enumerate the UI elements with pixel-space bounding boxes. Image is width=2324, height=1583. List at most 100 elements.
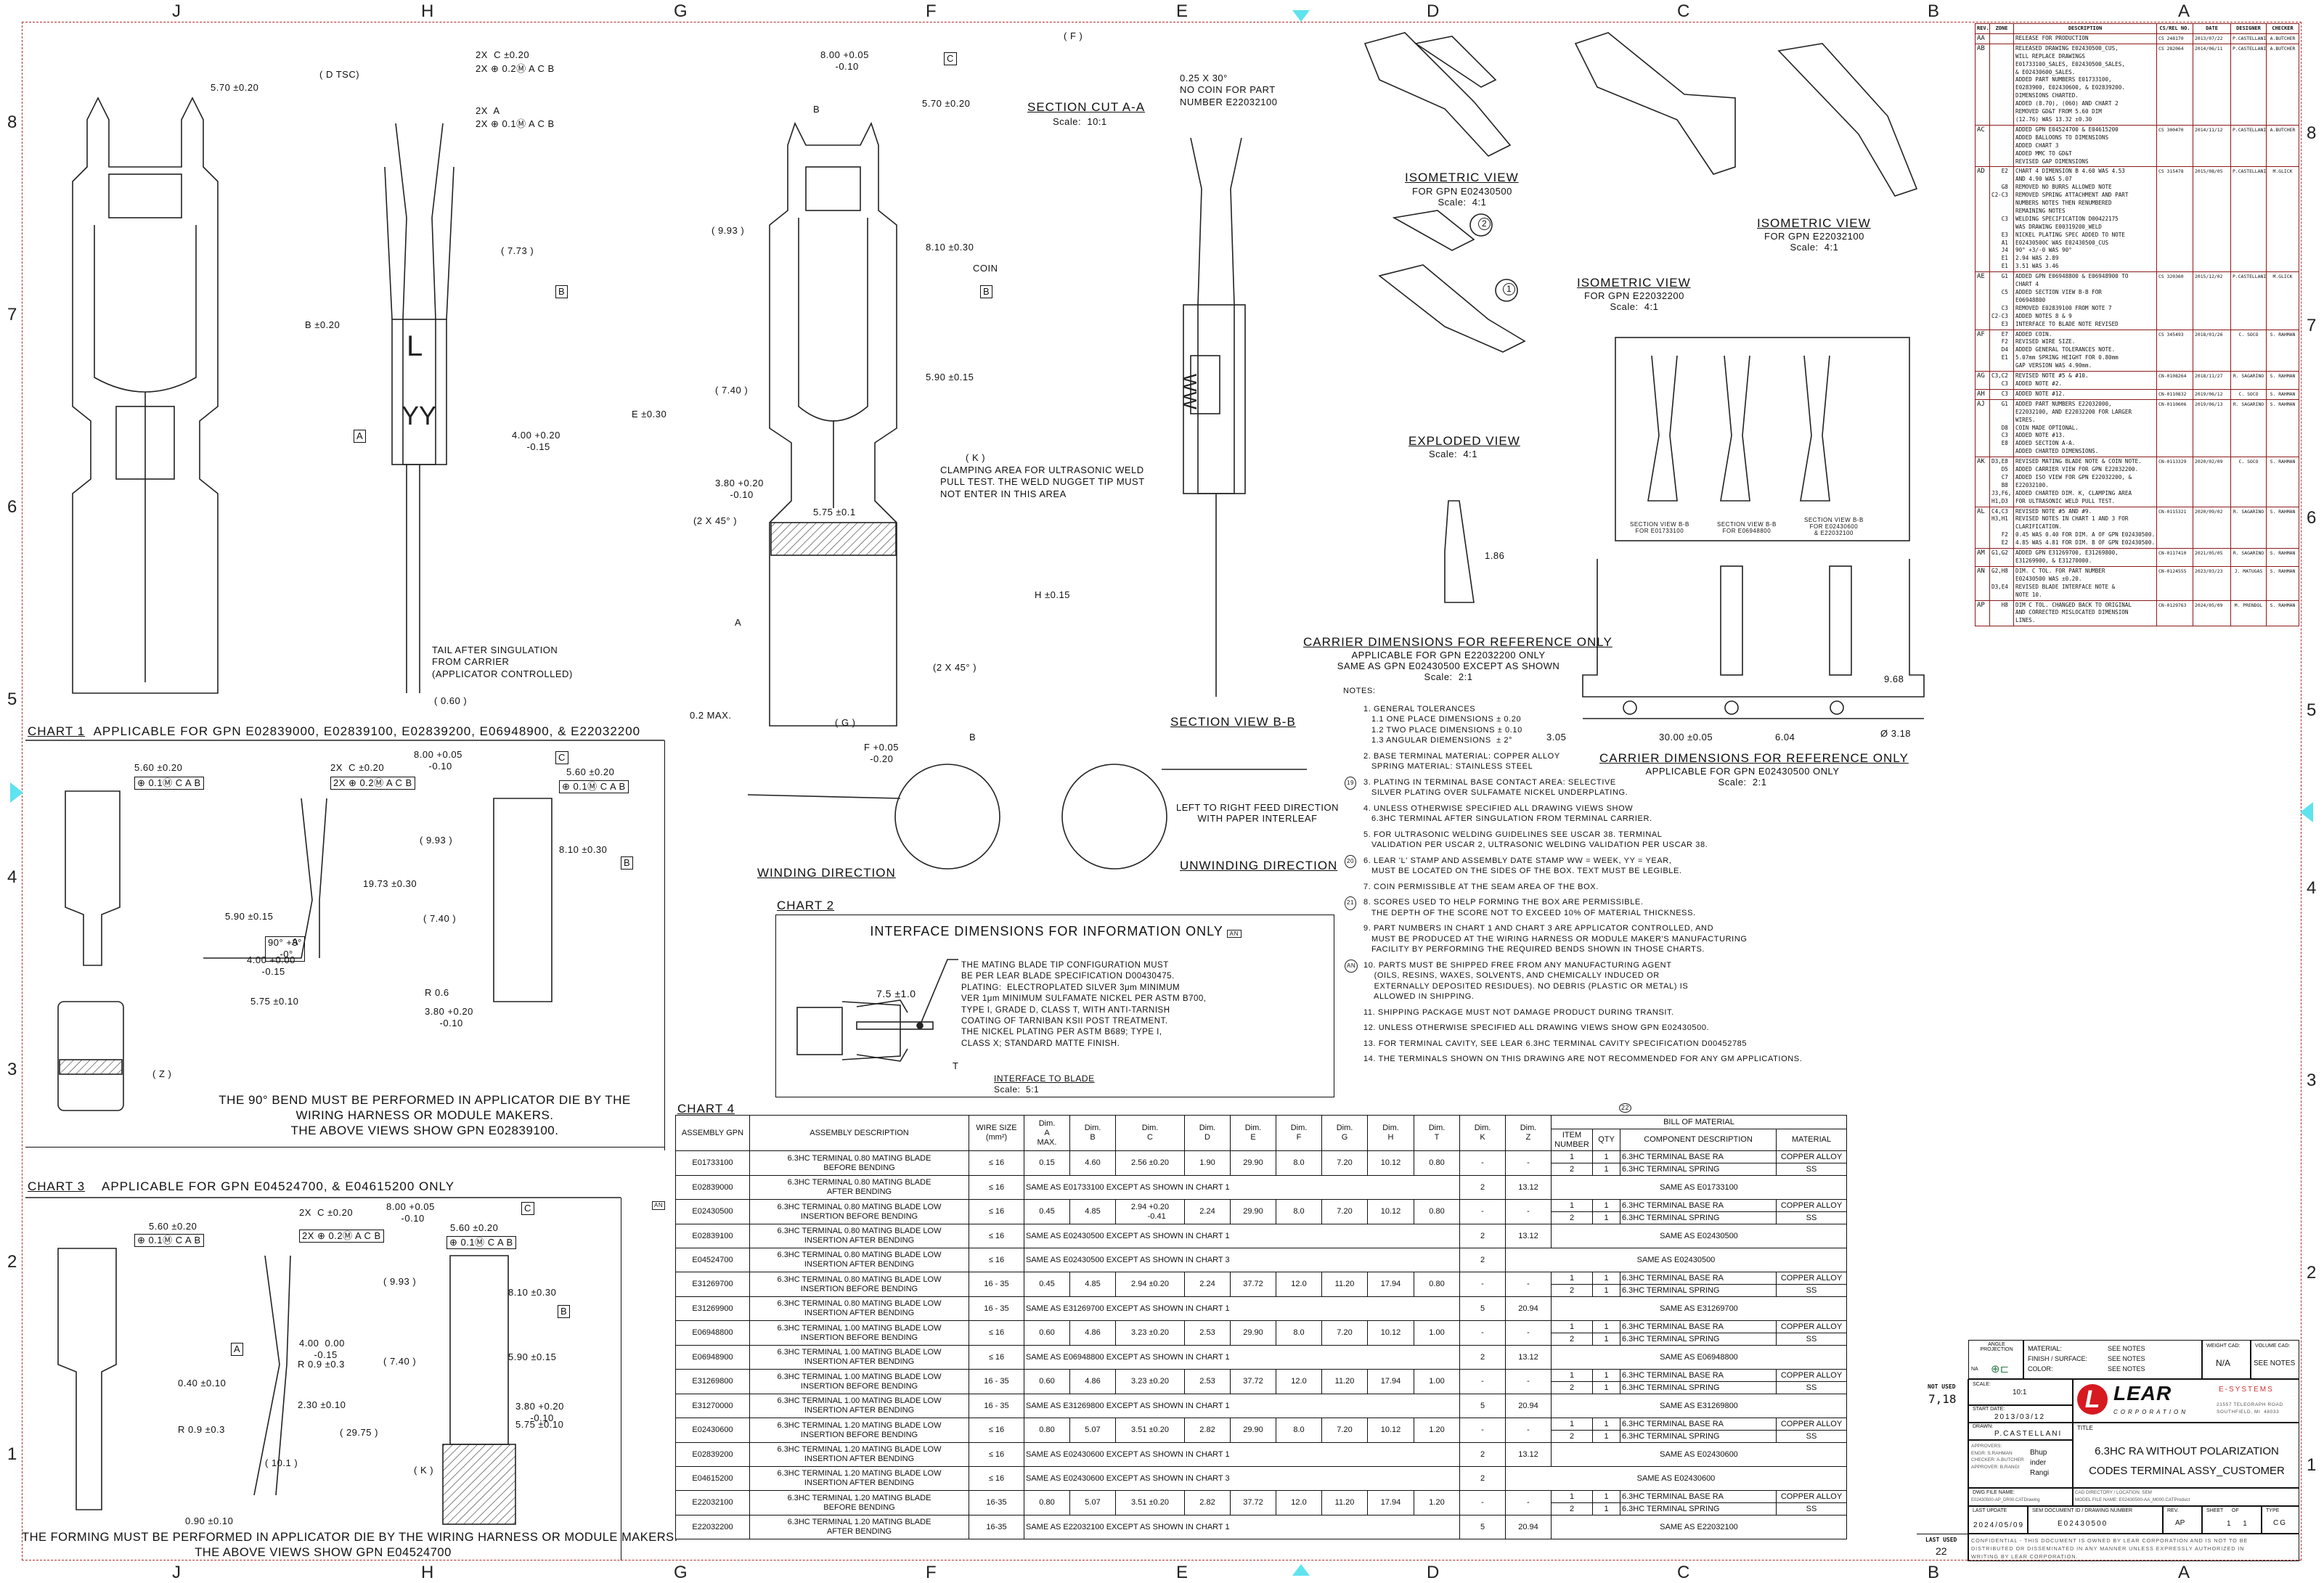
dimension-value: - <box>1459 1199 1506 1224</box>
sheet-label: SHEET OF <box>2206 1508 2239 1513</box>
dimension-value: 17.94 <box>1367 1272 1414 1297</box>
zone-marker: 7 <box>7 305 17 324</box>
note-item: 2. BASE TERMINAL MATERIAL: COPPER ALLOY … <box>1363 751 1802 772</box>
dimension-label: B <box>969 732 977 743</box>
document-number-label: SEM DOCUMENT ID / DRAWING NUMBER <box>2032 1508 2133 1513</box>
chart2-box: INTERFACE DIMENSIONS FOR INFORMATION ONL… <box>775 915 1334 1097</box>
dimension-value: 8.0 <box>1276 1199 1322 1224</box>
bom-cell: 1 <box>1592 1199 1620 1212</box>
wire-size: ≤ 16 <box>969 1199 1024 1224</box>
notes-list: 1. GENERAL TOLERANCES 1.1 ONE PLACE DIME… <box>1343 704 1802 1065</box>
weight-value: N/A <box>2216 1358 2231 1368</box>
revision-zone <box>1989 33 2014 44</box>
assembly-gpn: E31269800 <box>675 1369 750 1394</box>
dimension-value: - <box>1505 1272 1552 1297</box>
iso-view-3-title-text: ISOMETRIC VIEW <box>1577 276 1691 290</box>
angle-projection-label: ANGLE PROJECTION <box>1980 1342 2013 1352</box>
dimension-k: 5 <box>1459 1394 1506 1418</box>
revision-date: 2013/07/22 <box>2193 33 2231 44</box>
bom-cell: 6.3HC TERMINAL BASE RA <box>1620 1490 1777 1503</box>
bom-column-header: COMPONENT DESCRIPTION <box>1620 1129 1777 1151</box>
note-text: 14. THE TERMINALS SHOWN ON THIS DRAWING … <box>1363 1055 1803 1063</box>
bom-cell: 6.3HC TERMINAL BASE RA <box>1620 1272 1777 1285</box>
revision-description: RELEASED DRAWING E02430500_CUS, WILL REP… <box>2013 43 2157 126</box>
column-header: Dim. G <box>1321 1115 1368 1151</box>
column-header: Dim. Z <box>1505 1115 1552 1151</box>
bom-cell: SS <box>1776 1163 1847 1176</box>
revision-cs-number: CS 345493 <box>2156 329 2193 372</box>
section-bb-details-box <box>1615 337 1910 541</box>
bom-cell: 6.3HC TERMINAL SPRING <box>1620 1430 1777 1443</box>
dimension-value: 1.20 <box>1414 1418 1460 1443</box>
column-header: ASSEMBLY DESCRIPTION <box>749 1115 969 1151</box>
revision-column-header: REV. <box>1975 23 1990 34</box>
dimension-value: 2.94 ±0.20 <box>1115 1272 1185 1297</box>
unwinding-reel <box>1061 764 1167 870</box>
dimension-value: - <box>1459 1320 1506 1346</box>
weight-label: WEIGHT CAD: <box>2206 1343 2241 1349</box>
dimension-label: ( 0.60 ) <box>434 695 468 706</box>
bom-cell: COPPER ALLOY <box>1776 1490 1847 1503</box>
exploded-view-title-text: EXPLODED VIEW <box>1408 434 1520 448</box>
bom-cell: 1 <box>1551 1199 1593 1212</box>
material-value: SEE NOTES <box>2108 1345 2145 1352</box>
zone-marker: F <box>926 1 937 21</box>
dimension-label: A <box>292 936 299 947</box>
bom-cell: 6.3HC TERMINAL BASE RA <box>1620 1320 1777 1333</box>
zone-marker: A <box>2178 1 2190 21</box>
datum-label: 90° +3° -0° <box>265 936 305 962</box>
center-mark-icon <box>10 782 23 803</box>
dimension-z: 20.94 <box>1505 1296 1552 1321</box>
dimension-value: 4.60 <box>1069 1150 1116 1176</box>
zone-marker: 3 <box>2307 1071 2317 1090</box>
type-value: CG <box>2273 1519 2287 1527</box>
zone-marker: B <box>1928 1 1940 21</box>
note-text: 6. LEAR 'L' STAMP AND ASSEMBLY DATE STAM… <box>1363 856 1682 876</box>
dimension-label: 8.00 +0.05 -0.10 <box>414 749 462 772</box>
dimension-label: F +0.05 -0.20 <box>864 742 899 765</box>
dimension-label: ( G ) <box>835 717 856 728</box>
datum-label: A <box>231 1343 244 1357</box>
bom-cell: SS <box>1776 1284 1847 1297</box>
dimension-value: 2.82 <box>1184 1490 1231 1515</box>
bom-cell: 1 <box>1592 1418 1620 1431</box>
zone-marker: 4 <box>7 867 17 887</box>
dimension-value: 1.90 <box>1184 1150 1231 1176</box>
bom-cell: 6.3HC TERMINAL BASE RA <box>1620 1369 1777 1382</box>
bom-cell: 6.3HC TERMINAL BASE RA <box>1620 1418 1777 1431</box>
center-mark-icon <box>2300 802 2313 822</box>
dimension-value: 1.00 <box>1414 1320 1460 1346</box>
drawn-value: P.CASTELLANI <box>1994 1430 2063 1438</box>
document-number-value: E02430500 <box>2058 1520 2108 1528</box>
section-bb-detail-1: SECTION VIEW B-B FOR E01733100 <box>1630 521 1689 534</box>
dimension-value: 0.60 <box>1024 1320 1070 1346</box>
revision-designer: C. SOCO <box>2230 329 2267 372</box>
bom-cell: 2 <box>1551 1163 1593 1176</box>
chart3-note: THE FORMING MUST BE PERFORMED IN APPLICA… <box>22 1531 678 1559</box>
dimension-value: 1.20 <box>1414 1490 1460 1515</box>
revision-zone: C3 <box>1989 388 2014 400</box>
revision-designer: R. SAGARINO <box>2230 371 2267 390</box>
same-as-note: SAME AS E31269700 EXCEPT AS SHOWN IN CHA… <box>1024 1296 1460 1321</box>
wire-size: ≤ 16 <box>969 1418 1024 1443</box>
revision-designer: C. SOCO <box>2230 457 2267 507</box>
revision-zone: E7 F2 D4 E1 <box>1989 329 2014 372</box>
dimension-value: 29.90 <box>1230 1320 1276 1346</box>
revision-date: 2015/08/05 <box>2193 166 2231 273</box>
bom-cell: SS <box>1776 1211 1847 1224</box>
bom-same-as: SAME AS E01733100 <box>1551 1175 1847 1200</box>
assembly-description: 6.3HC TERMINAL 1.00 MATING BLADE LOW INS… <box>749 1320 969 1346</box>
finish-label: FINISH / SURFACE: <box>2028 1355 2088 1362</box>
bom-header: BILL OF MATERIAL <box>1551 1114 1847 1130</box>
revision-letter: AN <box>1975 565 1990 601</box>
dimension-value: 12.0 <box>1276 1490 1322 1515</box>
dimension-label: 8.10 ±0.30 <box>559 844 608 855</box>
revision-column-header: CHECKER <box>2266 23 2299 34</box>
confidentiality-notice: CONFIDENTIAL - THIS DOCUMENT IS OWNED BY… <box>1971 1537 2248 1560</box>
revision-letter: AA <box>1975 33 1990 44</box>
section-bb-detail-2: SECTION VIEW B-B FOR E06948800 <box>1717 521 1777 534</box>
